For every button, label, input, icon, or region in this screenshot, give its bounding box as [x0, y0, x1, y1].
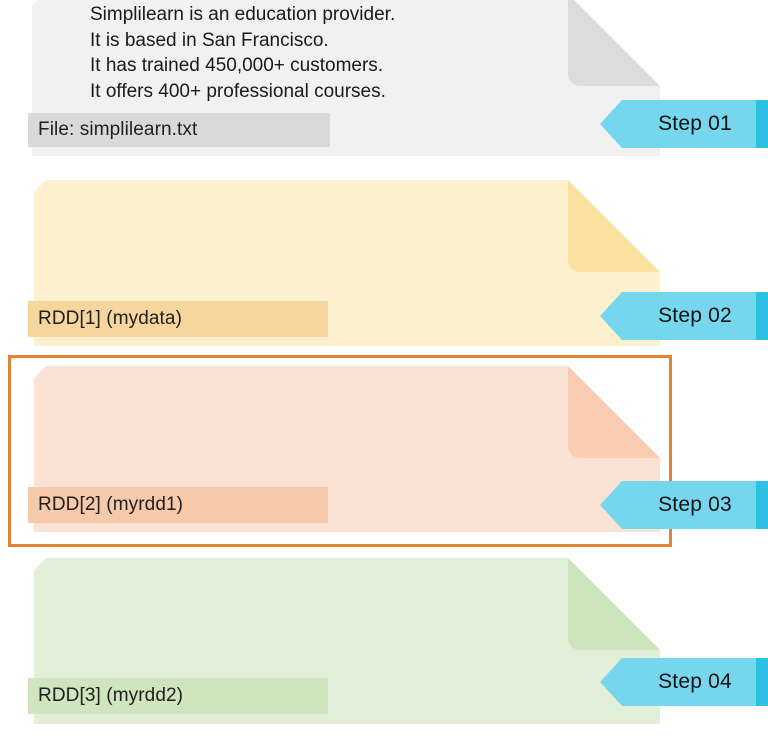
card-fold-corner: [568, 366, 660, 458]
ribbon-label: Step 01: [658, 112, 732, 135]
step-ribbon-step-02[interactable]: Step 02: [600, 292, 768, 340]
step-ribbon-step-04[interactable]: Step 04: [600, 658, 768, 706]
card-fold-corner: [568, 0, 660, 86]
ribbon-label: Step 04: [658, 670, 732, 693]
step-ribbon-step-01[interactable]: Step 01: [600, 100, 768, 148]
card-fold-corner: [568, 558, 660, 650]
step-ribbon-step-03[interactable]: Step 03: [600, 481, 768, 529]
card-label-text: RDD[3] (myrdd2): [38, 685, 184, 706]
ribbon-end-cap: [756, 658, 768, 706]
body-line: It offers 400+ professional courses.: [90, 80, 386, 102]
card-fold-corner: [568, 180, 660, 272]
ribbon-end-cap: [756, 292, 768, 340]
ribbon-end-cap: [756, 481, 768, 529]
card-label-text: RDD[1] (mydata): [38, 308, 183, 329]
body-line: Simplilearn is an education provider.: [90, 4, 396, 25]
card-label-strip-step-04: RDD[3] (myrdd2): [28, 678, 328, 714]
highlight-box-step-03: [8, 355, 672, 547]
ribbon-label: Step 03: [658, 493, 732, 516]
ribbon-body: [600, 481, 768, 529]
card-label-text: RDD[2] (myrdd1): [38, 494, 184, 515]
ribbon-body: [600, 100, 768, 148]
ribbon-body: [600, 658, 768, 706]
card-body-text: Simplilearn is an education provider. It …: [90, 2, 395, 104]
card-label-strip-step-03: RDD[2] (myrdd1): [28, 487, 328, 523]
ribbon-end-cap: [756, 100, 768, 148]
ribbon-body: [600, 292, 768, 340]
ribbon-label: Step 02: [658, 304, 732, 327]
body-line: It is based in San Francisco.: [90, 29, 329, 51]
card-label-strip-step-01: File: simplilearn.txt: [28, 113, 330, 147]
card-label-strip-step-02: RDD[1] (mydata): [28, 301, 328, 337]
card-label-text: File: simplilearn.txt: [38, 119, 198, 140]
body-line: It has trained 450,000+ customers.: [90, 55, 384, 76]
